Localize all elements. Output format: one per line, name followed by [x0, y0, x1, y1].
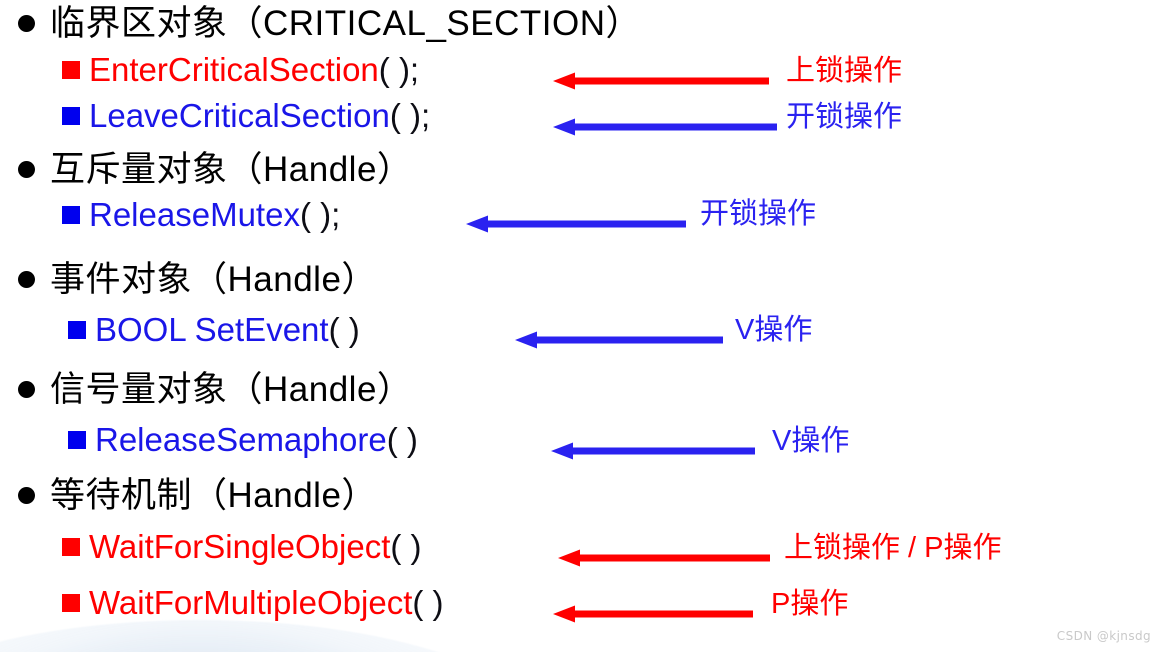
api-name: ReleaseMutex [89, 196, 300, 233]
api-name: ReleaseSemaphore [95, 421, 387, 458]
list-item-setevent: BOOL SetEvent ( ) [68, 313, 360, 346]
annotation-label-v-1: V操作 [735, 314, 813, 346]
list-item-event: 事件对象（Handle） [18, 262, 377, 297]
round-bullet-icon [18, 271, 35, 288]
heading-text: 事件对象（Handle） [50, 260, 377, 299]
square-bullet-icon [62, 537, 80, 556]
api-paren: ( ); [299, 196, 341, 233]
heading-text: 等待机制（Handle） [50, 476, 377, 515]
list-item-critical-section: 临界区对象（CRITICAL_SECTION） [18, 6, 641, 41]
square-bullet-icon [62, 60, 80, 79]
square-bullet-icon [68, 320, 86, 339]
api-name: LeaveCriticalSection [89, 97, 390, 134]
api-paren: ( ); [389, 97, 431, 134]
square-bullet-icon [62, 593, 80, 612]
heading-text: 互斥量对象（Handle） [50, 150, 413, 189]
api-name: BOOL SetEvent [95, 311, 329, 348]
api-paren: ( ); [378, 51, 420, 88]
list-item-releasesemaphore: ReleaseSemaphore ( ) [68, 423, 418, 456]
heading-text: 信号量对象（Handle） [50, 370, 413, 409]
decorative-arc [0, 620, 550, 652]
square-bullet-icon [62, 205, 80, 224]
api-name: WaitForMultipleObject [89, 584, 413, 621]
annotation-label-p: P操作 [771, 588, 849, 620]
annotation-label-v-2: V操作 [772, 425, 850, 457]
api-paren: ( ) [390, 528, 422, 565]
list-item-waitforsingleobject: WaitForSingleObject ( ) [62, 530, 422, 563]
api-paren: ( ) [328, 311, 360, 348]
list-item-releasemutex: ReleaseMutex ( ); [62, 198, 340, 231]
list-item-mutex: 互斥量对象（Handle） [18, 152, 412, 187]
api-paren: ( ) [386, 421, 418, 458]
watermark: CSDN @kjnsdg [1056, 629, 1151, 643]
annotation-label-lock-1: 上锁操作 [786, 55, 903, 87]
annotation-label-lock-p: 上锁操作 / P操作 [784, 532, 1002, 564]
round-bullet-icon [18, 161, 35, 178]
list-item-entercriticalsection: EnterCriticalSection ( ); [62, 53, 419, 86]
list-item-semaphore: 信号量对象（Handle） [18, 372, 412, 407]
list-item-waitformultipleobject: WaitForMultipleObject ( ) [62, 586, 444, 619]
square-bullet-icon [62, 106, 80, 125]
api-name: EnterCriticalSection [89, 51, 379, 88]
annotation-label-unlock-1: 开锁操作 [786, 101, 903, 133]
api-paren: ( ) [412, 584, 444, 621]
list-item-wait: 等待机制（Handle） [18, 478, 377, 513]
annotation-label-unlock-2: 开锁操作 [700, 198, 817, 230]
round-bullet-icon [18, 487, 35, 504]
list-item-leavecriticalsection: LeaveCriticalSection ( ); [62, 99, 430, 132]
api-name: WaitForSingleObject [89, 528, 391, 565]
round-bullet-icon [18, 381, 35, 398]
heading-text: 临界区对象（CRITICAL_SECTION） [50, 4, 642, 43]
square-bullet-icon [68, 430, 86, 449]
round-bullet-icon [18, 15, 35, 32]
